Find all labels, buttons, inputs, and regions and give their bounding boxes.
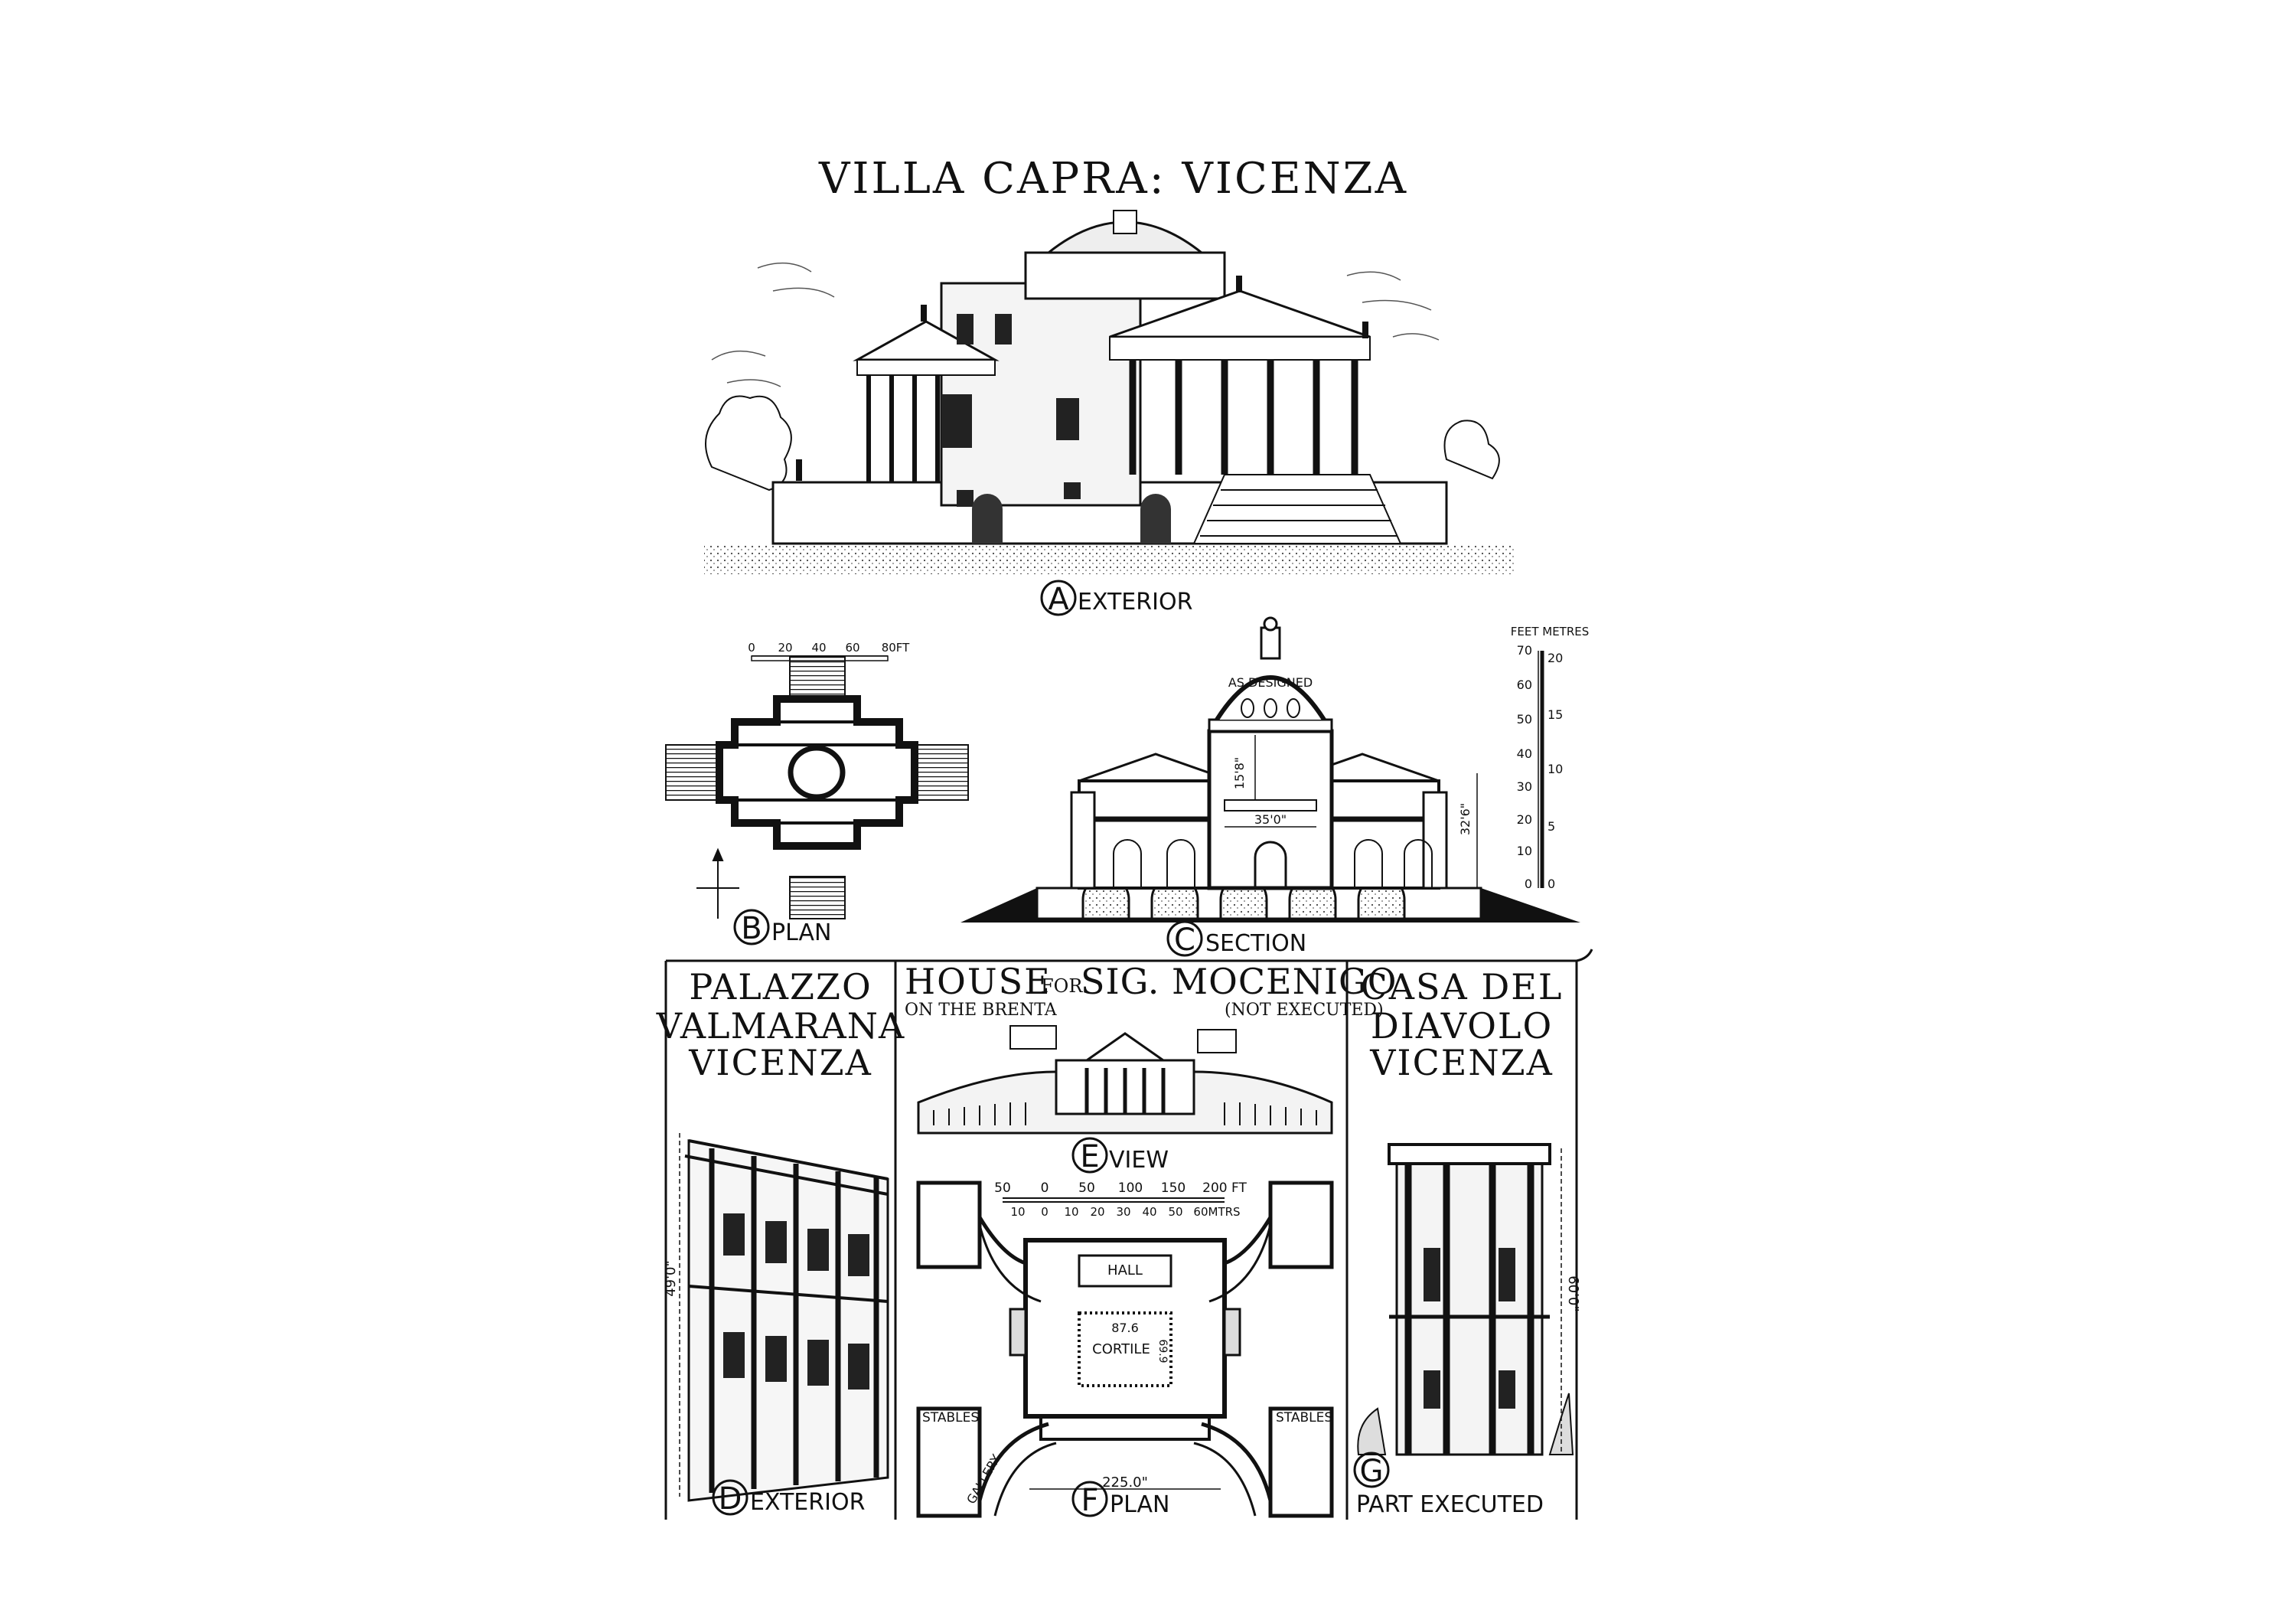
feet-tick-40: 40 xyxy=(1517,746,1532,761)
plan-metre-tick: 50 xyxy=(1168,1205,1182,1219)
villa-capra-section-drawing xyxy=(960,616,1580,923)
plan-metre-tick: 60MTRS xyxy=(1193,1205,1240,1219)
plan-feet-tick: 150 xyxy=(1161,1181,1186,1196)
figure-f-circle xyxy=(1071,1481,1108,1517)
plan-feet-tick: 100 xyxy=(1118,1181,1143,1196)
cortile-dim2-label: 69.9 xyxy=(1156,1339,1169,1363)
villa-capra-plan-drawing xyxy=(665,655,969,919)
casa-height-dim: 60'0" xyxy=(1565,1275,1581,1312)
figure-f-letter: F xyxy=(1081,1483,1098,1518)
section-feet-scale: 70 60 50 40 30 20 10 0 xyxy=(1517,643,1532,891)
hall-label: HALL xyxy=(1107,1262,1143,1278)
metre-tick-15: 15 xyxy=(1548,707,1563,722)
plan-feet-tick: 50 xyxy=(994,1181,1011,1196)
figure-g-circle xyxy=(1353,1452,1390,1488)
villa-capra-exterior-drawing xyxy=(704,210,1515,574)
scale-tick-0: 0 xyxy=(748,641,755,655)
casa-heading-line-2: DIAVOLO xyxy=(1371,1005,1553,1047)
feet-tick-30: 30 xyxy=(1517,779,1532,794)
feet-tick-50: 50 xyxy=(1517,712,1532,727)
section-dim-wing: 32'6" xyxy=(1458,803,1473,835)
figure-b-scale-labels: 0 20 40 60 80FT xyxy=(748,641,910,655)
mocenigo-plan-drawing xyxy=(916,1181,1334,1518)
scale-tick-40: 40 xyxy=(811,641,826,655)
figure-f-caption: PLAN xyxy=(1110,1491,1169,1518)
mocenigo-heading-name: SIG. MOCENIGO xyxy=(1081,961,1397,1002)
section-annotation: AS DESIGNED xyxy=(1228,675,1313,690)
scale-tick-60: 60 xyxy=(845,641,859,655)
figure-e-letter: E xyxy=(1080,1139,1099,1174)
figure-g-letter: G xyxy=(1360,1454,1384,1489)
stables-right-label: STABLES xyxy=(1276,1410,1332,1425)
scale-tick-20: 20 xyxy=(778,641,792,655)
metre-tick-10: 10 xyxy=(1548,762,1563,776)
figure-g-caption: PART EXECUTED xyxy=(1356,1491,1544,1518)
palazzo-heading-line-3: VICENZA xyxy=(688,1042,872,1083)
section-metre-scale: 20 15 10 5 0 xyxy=(1548,651,1563,891)
figure-a-circle xyxy=(1040,580,1077,616)
plan-metre-tick: 10 xyxy=(1010,1205,1025,1219)
figure-b-caption: PLAN xyxy=(771,919,831,946)
stables-left-label: STABLES xyxy=(922,1410,979,1425)
metre-tick-20: 20 xyxy=(1548,651,1563,665)
palazzo-height-dim: 49'0" xyxy=(663,1260,679,1297)
plan-metre-tick: 30 xyxy=(1116,1205,1130,1219)
figure-d-caption: EXTERIOR xyxy=(750,1489,865,1516)
plan-width-label: 225.0" xyxy=(1102,1474,1148,1491)
figure-e-circle xyxy=(1071,1137,1108,1174)
feet-tick-10: 10 xyxy=(1517,844,1532,858)
plan-metre-scale: 10 0 10 20 30 40 50 60MTRS xyxy=(1010,1205,1240,1219)
metre-tick-5: 5 xyxy=(1548,819,1555,834)
mocenigo-heading-for: FOR xyxy=(1041,975,1083,997)
figure-a-caption: EXTERIOR xyxy=(1078,589,1192,616)
figure-c-circle xyxy=(1166,920,1203,957)
figure-e-caption: VIEW xyxy=(1109,1147,1169,1174)
mocenigo-view-drawing xyxy=(917,1025,1333,1135)
mocenigo-sub-left: ON THE BRENTA xyxy=(905,1001,1058,1020)
casa-heading-line-3: VICENZA xyxy=(1369,1042,1554,1083)
cortile-label: CORTILE xyxy=(1092,1341,1150,1357)
figure-b-letter: B xyxy=(741,911,762,946)
feet-tick-0: 0 xyxy=(1525,877,1532,891)
palazzo-valmarana-heading: PALAZZO VALMARANA VICENZA xyxy=(656,966,905,1083)
palazzo-heading-line-1: PALAZZO xyxy=(689,966,872,1007)
plan-feet-tick: 200 FT xyxy=(1202,1181,1247,1196)
palazzo-valmarana-drawing xyxy=(679,1133,889,1502)
feet-tick-70: 70 xyxy=(1517,643,1532,658)
lower-panels-frame xyxy=(664,949,1593,1520)
casa-heading-line-1: CASA DEL xyxy=(1361,966,1564,1007)
plan-metre-tick: 0 xyxy=(1041,1205,1049,1219)
figure-a-letter: A xyxy=(1048,582,1069,617)
plan-feet-scale: 50 0 50 100 150 200 FT xyxy=(994,1181,1247,1196)
plan-metre-tick: 40 xyxy=(1142,1205,1156,1219)
plan-feet-tick: 0 xyxy=(1041,1181,1049,1196)
section-dim-width: 35'0" xyxy=(1254,812,1287,827)
scale-tick-80: 80FT xyxy=(882,641,910,655)
mocenigo-heading-house: HOUSE xyxy=(905,961,1052,1002)
cortile-dim-label: 87.6 xyxy=(1111,1321,1139,1335)
metre-tick-0: 0 xyxy=(1548,877,1555,891)
casa-del-diavolo-drawing xyxy=(1357,1143,1574,1456)
palazzo-heading-line-2: VALMARANA xyxy=(656,1005,905,1047)
section-dim-height: 15'8" xyxy=(1232,757,1247,789)
feet-tick-20: 20 xyxy=(1517,812,1532,827)
figure-b-circle xyxy=(733,909,770,945)
gallery-label: GALLERY xyxy=(964,1452,1003,1506)
figure-c-caption: SECTION xyxy=(1205,930,1306,957)
plan-feet-tick: 50 xyxy=(1078,1181,1095,1196)
plan-metre-tick: 20 xyxy=(1090,1205,1104,1219)
mocenigo-sub-right: (NOT EXECUTED) xyxy=(1225,1001,1384,1020)
figure-d-circle xyxy=(712,1479,748,1516)
casa-del-diavolo-heading: CASA DEL DIAVOLO VICENZA xyxy=(1361,966,1564,1083)
plan-metre-tick: 10 xyxy=(1064,1205,1078,1219)
figure-c-letter: C xyxy=(1174,923,1195,958)
feet-tick-60: 60 xyxy=(1517,678,1532,692)
figure-d-letter: D xyxy=(719,1481,742,1517)
section-scale-header: FEET METRES xyxy=(1511,625,1590,638)
plate-title: VILLA CAPRA: VICENZA xyxy=(818,154,1408,204)
